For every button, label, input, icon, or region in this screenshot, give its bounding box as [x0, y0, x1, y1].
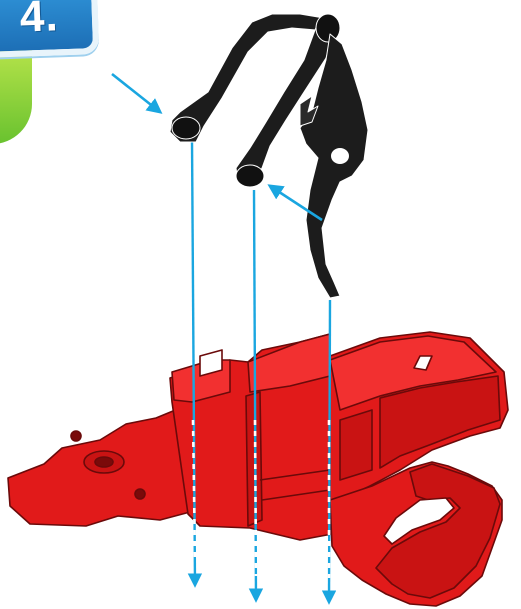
guide-line-middle — [254, 190, 256, 600]
insert-arrow-icon — [112, 74, 160, 112]
red-base-part — [8, 332, 508, 606]
black-lever-part — [170, 14, 368, 298]
